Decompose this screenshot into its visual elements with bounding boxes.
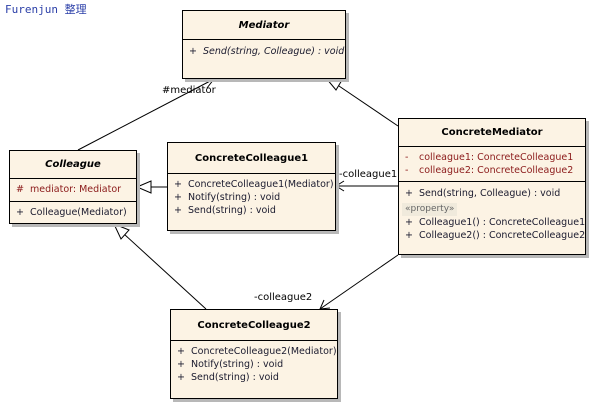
attribute-declaration: colleague1: ConcreteColleague1 — [419, 152, 574, 163]
visibility-marker: + — [174, 205, 182, 216]
role-label-colleague1: -colleague1 — [339, 169, 398, 180]
class-colleague-attributes: # mediator: Mediator — [10, 179, 136, 201]
class-concrete-mediator-operations: + Send(string, Colleague) : void «proper… — [399, 181, 585, 244]
visibility-marker: + — [189, 46, 197, 57]
class-concrete-colleague2-name: ConcreteColleague2 — [171, 310, 337, 341]
class-concrete-colleague2[interactable]: ConcreteColleague2 + ConcreteColleague2(… — [170, 309, 338, 399]
class-concrete-colleague2-operations: + ConcreteColleague2(Mediator) + Notify(… — [171, 341, 337, 387]
class-mediator-name: Mediator — [183, 11, 345, 40]
visibility-marker: - — [405, 152, 409, 163]
operation-row: + Send(string) : void — [177, 371, 337, 384]
role-label-colleague2: -colleague2 — [254, 292, 313, 303]
class-colleague[interactable]: Colleague # mediator: Mediator + Colleag… — [9, 150, 137, 224]
attribute-declaration: colleague2: ConcreteColleague2 — [419, 165, 574, 176]
operation-signature: ConcreteColleague1(Mediator) — [188, 179, 334, 190]
role-label-mediator: #mediator — [162, 85, 216, 96]
operation-signature: Colleague(Mediator) — [30, 207, 127, 218]
attribute-declaration: mediator: Mediator — [30, 184, 122, 195]
visibility-marker: + — [177, 346, 185, 357]
visibility-marker: # — [16, 184, 24, 195]
association-colleague-mediator — [77, 78, 215, 151]
attribute-row: # mediator: Mediator — [16, 183, 136, 196]
class-colleague-operations: + Colleague(Mediator) — [10, 201, 136, 222]
generalization-colleague1-colleague-arrowhead — [135, 180, 152, 194]
operation-signature: Notify(string) : void — [191, 359, 284, 370]
generalization-concretemediator-mediator — [335, 83, 399, 127]
visibility-marker: + — [174, 192, 182, 203]
operation-row: + ConcreteColleague2(Mediator) — [177, 345, 337, 358]
visibility-marker: + — [405, 217, 413, 228]
association-colleague-mediator-arrowhead — [202, 78, 216, 89]
attribute-row: - colleague1: ConcreteColleague1 — [405, 151, 585, 164]
attribute-row: - colleague2: ConcreteColleague2 — [405, 164, 585, 177]
class-concrete-colleague1-name: ConcreteColleague1 — [168, 143, 335, 174]
class-concrete-colleague1[interactable]: ConcreteColleague1 + ConcreteColleague1(… — [167, 142, 336, 231]
generalization-colleague2-colleague-arrowhead — [113, 223, 130, 240]
operation-signature: Send(string, Colleague) : void — [203, 46, 345, 57]
visibility-marker: + — [174, 179, 182, 190]
operation-row: + Send(string) : void — [174, 204, 335, 217]
generalization-colleague2-colleague — [123, 233, 207, 310]
operation-signature: Send(string) : void — [188, 205, 276, 216]
class-concrete-mediator-attributes: - colleague1: ConcreteColleague1 - colle… — [399, 147, 585, 181]
class-concrete-colleague1-operations: + ConcreteColleague1(Mediator) + Notify(… — [168, 174, 335, 220]
visibility-marker: + — [16, 207, 24, 218]
generalization-concretemediator-mediator-arrowhead — [324, 77, 343, 91]
visibility-marker: + — [405, 188, 413, 199]
operation-row: + Colleague(Mediator) — [16, 206, 136, 219]
operation-signature: Notify(string) : void — [188, 192, 281, 203]
class-concrete-mediator-name: ConcreteMediator — [399, 119, 585, 147]
visibility-marker: + — [177, 372, 185, 383]
operation-signature: Send(string, Colleague) : void — [419, 188, 561, 199]
class-concrete-mediator[interactable]: ConcreteMediator - colleague1: ConcreteC… — [398, 118, 586, 255]
visibility-marker: - — [405, 165, 409, 176]
operation-row: + ConcreteColleague1(Mediator) — [174, 178, 335, 191]
property-row: + Colleague1() : ConcreteColleague1 — [405, 216, 585, 229]
class-mediator[interactable]: Mediator + Send(string, Colleague) : voi… — [182, 10, 346, 79]
class-colleague-name: Colleague — [10, 151, 136, 179]
association-mediator-colleague2 — [319, 254, 399, 310]
operation-row: + Send(string, Colleague) : void — [189, 45, 345, 58]
operation-row: + Send(string, Colleague) : void — [405, 187, 585, 200]
operation-row: + Notify(string) : void — [174, 191, 335, 204]
operation-signature: Send(string) : void — [191, 372, 279, 383]
property-row: + Colleague2() : ConcreteColleague2 — [405, 229, 585, 242]
property-signature: Colleague2() : ConcreteColleague2 — [419, 230, 586, 241]
visibility-marker: + — [405, 230, 413, 241]
property-signature: Colleague1() : ConcreteColleague1 — [419, 217, 586, 228]
operation-row: + Notify(string) : void — [177, 358, 337, 371]
class-mediator-operations: + Send(string, Colleague) : void — [183, 40, 345, 61]
association-mediator-colleague1-arrowhead — [335, 180, 345, 192]
stereotype-row: «property» — [402, 203, 585, 216]
watermark-text: Furenjun 整理 — [5, 3, 87, 16]
operation-signature: ConcreteColleague2(Mediator) — [191, 346, 337, 357]
property-stereotype: «property» — [402, 203, 458, 216]
visibility-marker: + — [177, 359, 185, 370]
